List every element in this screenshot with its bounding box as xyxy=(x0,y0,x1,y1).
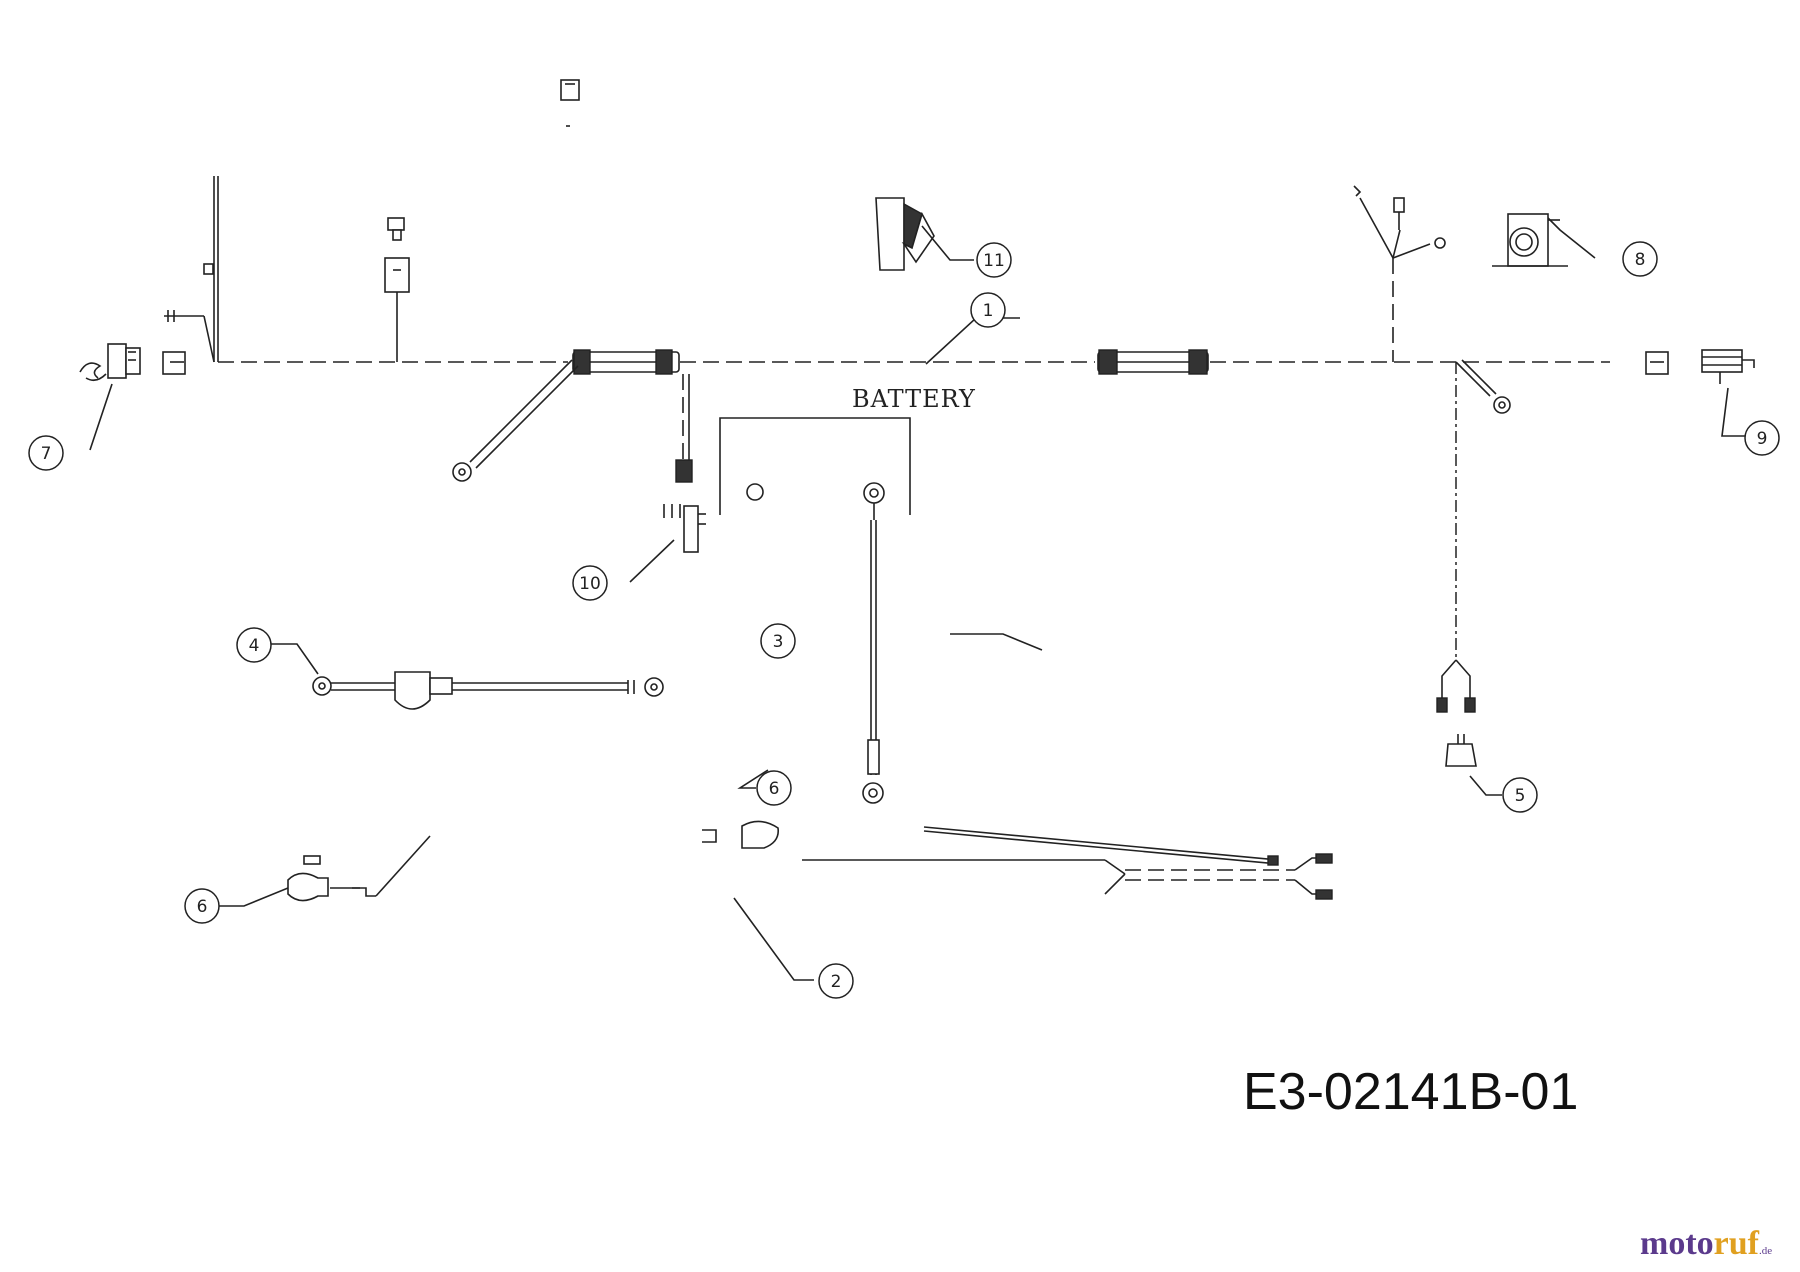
wire-harness-7 xyxy=(802,826,1333,900)
callout-6-left: 6 xyxy=(184,888,220,924)
callout-1: 1 xyxy=(970,292,1006,328)
svg-text:6: 6 xyxy=(769,779,780,799)
callout-3: 3 xyxy=(760,623,796,659)
switch-bracket-11 xyxy=(875,197,935,271)
wire-sleeve-left xyxy=(572,349,680,375)
svg-text:1: 1 xyxy=(983,301,994,321)
svg-text:4: 4 xyxy=(249,636,260,656)
callout-11: 11 xyxy=(976,242,1012,278)
lamp-socket-center xyxy=(702,820,780,849)
ring-terminal-left xyxy=(452,359,579,482)
main-harness xyxy=(203,176,1610,363)
connector-9 xyxy=(1701,349,1755,384)
callout-9: 9 xyxy=(1744,420,1780,456)
lower-right-branch xyxy=(1436,359,1511,767)
svg-text:10: 10 xyxy=(579,574,601,594)
frame-clip xyxy=(203,263,214,275)
callout-6-center: 6 xyxy=(756,770,792,806)
ground-cable-with-fuse xyxy=(312,671,664,710)
svg-text:6: 6 xyxy=(197,897,208,917)
callout-10: 10 xyxy=(572,565,608,601)
plug-connector-left xyxy=(162,351,186,375)
connector-10 xyxy=(663,374,706,553)
ground-screw-terminal xyxy=(164,310,215,363)
svg-text:3: 3 xyxy=(773,632,784,652)
battery-label: BATTERY xyxy=(852,385,976,413)
pto-switch-branch xyxy=(1353,185,1446,362)
svg-text:2: 2 xyxy=(831,972,842,992)
svg-text:7: 7 xyxy=(41,444,52,464)
battery: BATTERY xyxy=(719,385,976,515)
callout-2: 2 xyxy=(818,963,854,999)
headlight-bulb-assembly xyxy=(287,835,431,902)
watermark-brand-accent: ruf xyxy=(1713,1225,1759,1262)
battery-terminal-negative xyxy=(746,483,764,501)
watermark-brand-primary: moto xyxy=(1640,1225,1714,1262)
callout-8: 8 xyxy=(1622,241,1658,277)
wire-sleeve-right xyxy=(1097,349,1209,375)
svg-text:11: 11 xyxy=(983,251,1005,271)
top-connector xyxy=(560,79,580,127)
svg-text:5: 5 xyxy=(1515,786,1526,806)
watermark-suffix: .de xyxy=(1758,1245,1773,1257)
watermark-logo: motoruf.de xyxy=(1640,1225,1772,1263)
svg-text:8: 8 xyxy=(1635,250,1646,270)
svg-text:9: 9 xyxy=(1757,429,1768,449)
callout-5: 5 xyxy=(1502,777,1538,813)
drawing-code: E3-02141B-01 xyxy=(1243,1063,1579,1121)
battery-cable xyxy=(862,503,884,804)
plug-connector-right xyxy=(1645,351,1669,375)
relay-module xyxy=(384,217,410,362)
callout-7: 7 xyxy=(28,435,64,471)
ignition-switch-connector xyxy=(79,343,141,382)
seat-switch xyxy=(1492,213,1568,267)
callout-leaders xyxy=(89,217,1748,981)
callout-4: 4 xyxy=(236,627,272,663)
